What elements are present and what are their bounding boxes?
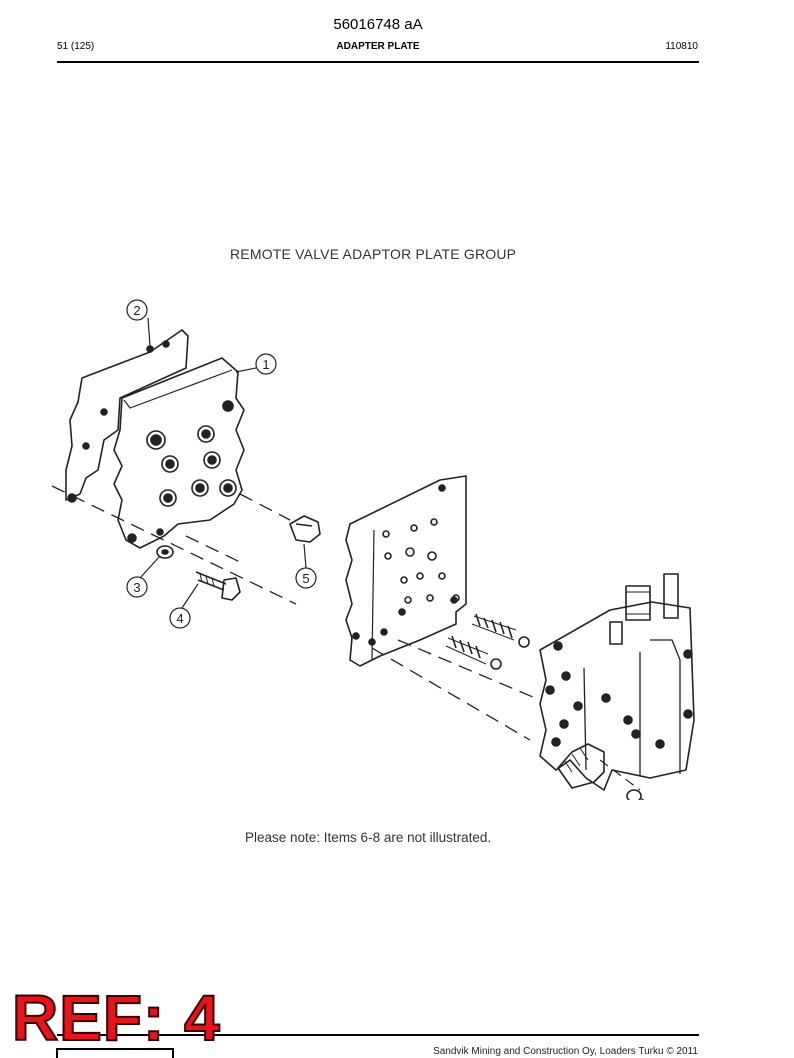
callout-balloon-3 xyxy=(126,576,148,598)
callout-balloon-2 xyxy=(126,299,148,321)
ref-stamp: REF: 4 xyxy=(11,982,221,1054)
callout-label-2: 2 xyxy=(133,303,140,318)
callout-balloon-4 xyxy=(169,607,191,629)
figure-title: REMOTE VALVE ADAPTOR PLATE GROUP xyxy=(230,246,517,262)
callout-label-1: 1 xyxy=(262,357,269,372)
callout-balloon-1 xyxy=(255,353,277,375)
doc-number: 56016748 aA xyxy=(333,16,423,33)
callout-label-5: 5 xyxy=(302,571,309,586)
footer-rule xyxy=(57,1034,699,1036)
figure-note: Please note: Items 6-8 are not illustrat… xyxy=(245,830,492,845)
gasket-outline xyxy=(65,329,189,501)
plug-outline xyxy=(289,515,321,543)
page-indicator: 51 (125) xyxy=(57,41,95,52)
header-rule xyxy=(57,61,699,63)
spacer-plate-outline xyxy=(345,475,467,667)
callout-label-4: 4 xyxy=(176,611,183,626)
callout-label-3: 3 xyxy=(133,580,140,595)
adapter-plate-outline xyxy=(113,357,245,549)
footer-copyright: Sandvik Mining and Construction Oy, Load… xyxy=(433,1046,698,1057)
section-title: ADAPTER PLATE xyxy=(336,41,420,52)
date-code: 110810 xyxy=(665,41,698,52)
exploded-parts-drawing: 2 1 3 4 5 xyxy=(51,299,695,800)
bolt-outline xyxy=(195,571,241,601)
callout-balloon-5 xyxy=(295,567,317,589)
